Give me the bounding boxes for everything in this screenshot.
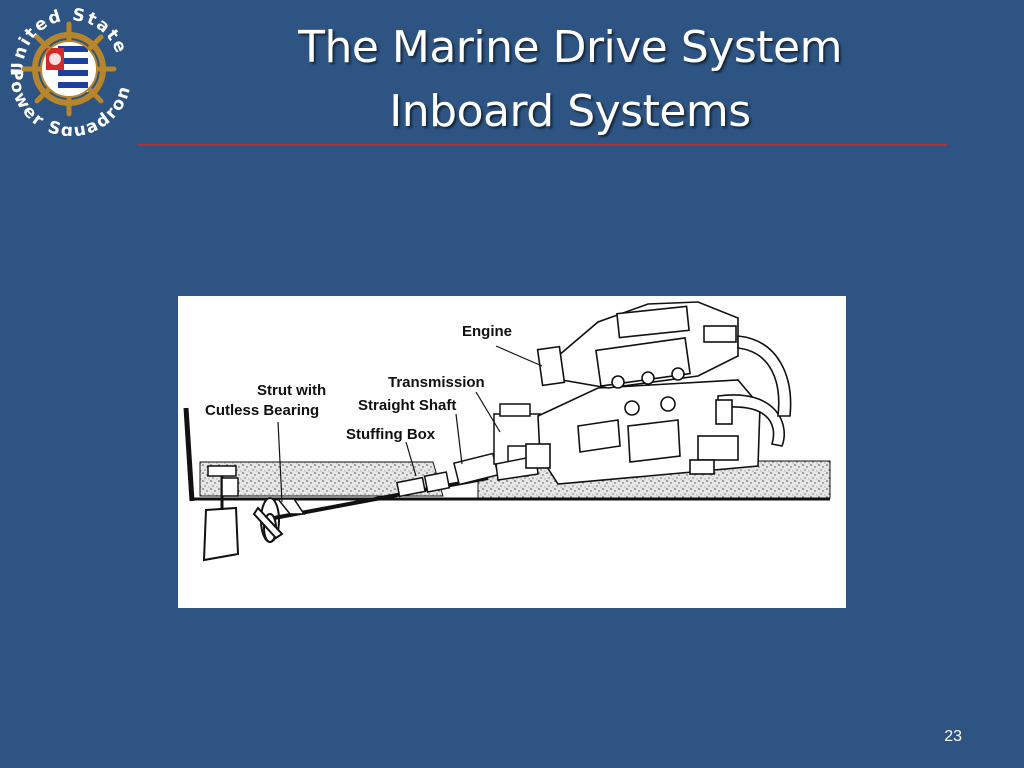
- inboard-drive-diagram: Engine Transmission Straight Shaft Strut…: [178, 296, 846, 608]
- slide-title-line1: The Marine Drive System: [298, 22, 842, 73]
- straight-shaft: [273, 476, 489, 520]
- transom: [183, 407, 195, 502]
- title-divider: [137, 144, 947, 146]
- slide-page-number: 23: [944, 728, 962, 745]
- hull-bilge: [199, 461, 444, 497]
- usps-logo: United States Power Squadrons: [0, 0, 136, 141]
- rudder: [202, 506, 240, 562]
- usps-emblem-icon: United States Power Squadrons: [0, 0, 133, 141]
- engine: [525, 301, 792, 485]
- propeller: [252, 497, 284, 543]
- label-strut-line2: Cutless Bearing: [205, 402, 320, 419]
- label-transmission: Transmission: [388, 374, 485, 391]
- slide-title-line2: Inboard Systems: [389, 86, 751, 137]
- label-engine: Engine: [462, 323, 513, 340]
- label-strut-line1: Strut with: [257, 382, 327, 399]
- inboard-engine-illustration: [183, 301, 831, 562]
- strut: [276, 498, 306, 515]
- label-straight-shaft: Straight Shaft: [358, 397, 457, 414]
- label-stuffing-box: Stuffing Box: [346, 426, 436, 443]
- stuffing-box: [396, 471, 451, 498]
